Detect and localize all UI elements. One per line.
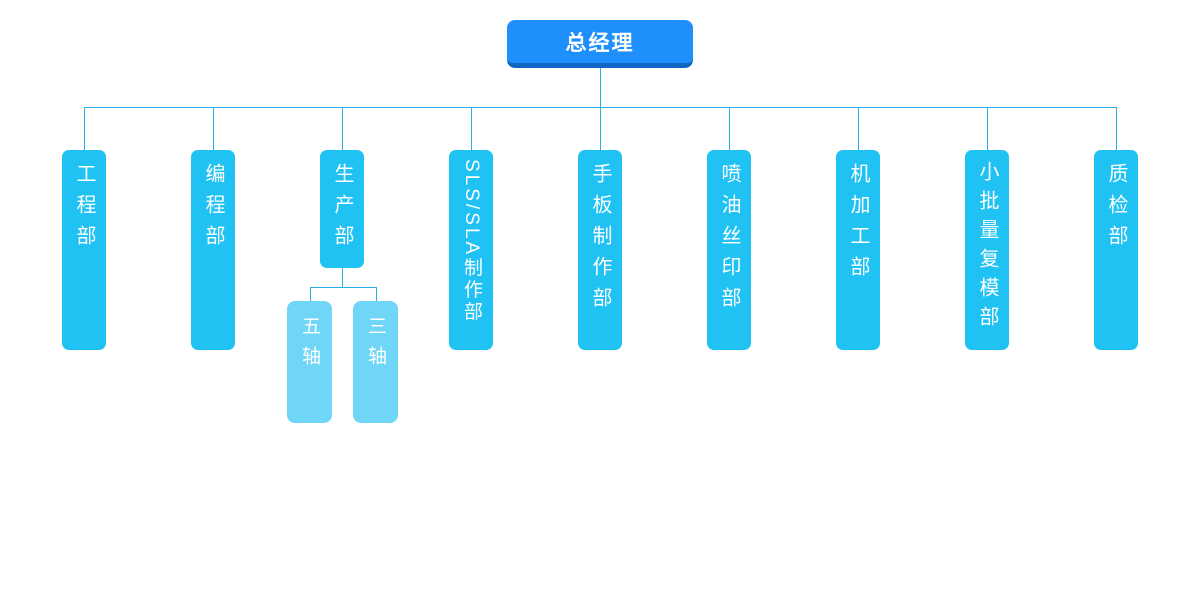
node-small-batch-molding-dept[interactable]: 小批量复模部 [965,150,1009,350]
node-quality-inspection-dept[interactable]: 质检部 [1094,150,1138,350]
connector-drop [858,107,859,150]
connector-drop [342,107,343,150]
node-label: 小批量复模部 [976,161,998,335]
node-general-manager[interactable]: 总经理 [507,20,693,68]
connector-production-rail [310,287,377,288]
connector-root-stub [600,68,601,107]
node-label: 工程部 [73,163,95,256]
node-label: 生产部 [331,163,353,256]
node-label: 五轴 [299,316,320,376]
node-label: 喷油丝印部 [718,163,740,318]
connector-drop [987,107,988,150]
connector-child-drop [376,287,377,301]
connector-drop [213,107,214,150]
node-prototype-fabrication-dept[interactable]: 手板制作部 [578,150,622,350]
node-machining-dept[interactable]: 机加工部 [836,150,880,350]
connector-drop [471,107,472,150]
node-label: 机加工部 [847,163,869,287]
node-label: 手板制作部 [589,163,611,318]
node-programming-dept[interactable]: 编程部 [191,150,235,350]
connector-drop [600,107,601,150]
connector-drop [1116,107,1117,150]
connector-drop [729,107,730,150]
connector-production-stub [342,268,343,287]
node-sls-sla-fabrication-dept[interactable]: SLS/SLA制作部 [449,150,493,350]
node-label: 三轴 [365,316,386,376]
node-three-axis[interactable]: 三轴 [353,301,398,423]
node-label: 总经理 [565,31,635,55]
node-label: 质检部 [1105,163,1127,256]
node-label: 编程部 [202,163,224,256]
node-engineering-dept[interactable]: 工程部 [62,150,106,350]
connector-drop [84,107,85,150]
connector-child-drop [310,287,311,301]
node-production-dept[interactable]: 生产部 [320,150,364,268]
node-five-axis[interactable]: 五轴 [287,301,332,423]
node-spray-silkscreen-dept[interactable]: 喷油丝印部 [707,150,751,350]
node-label: SLS/SLA制作部 [461,159,482,324]
